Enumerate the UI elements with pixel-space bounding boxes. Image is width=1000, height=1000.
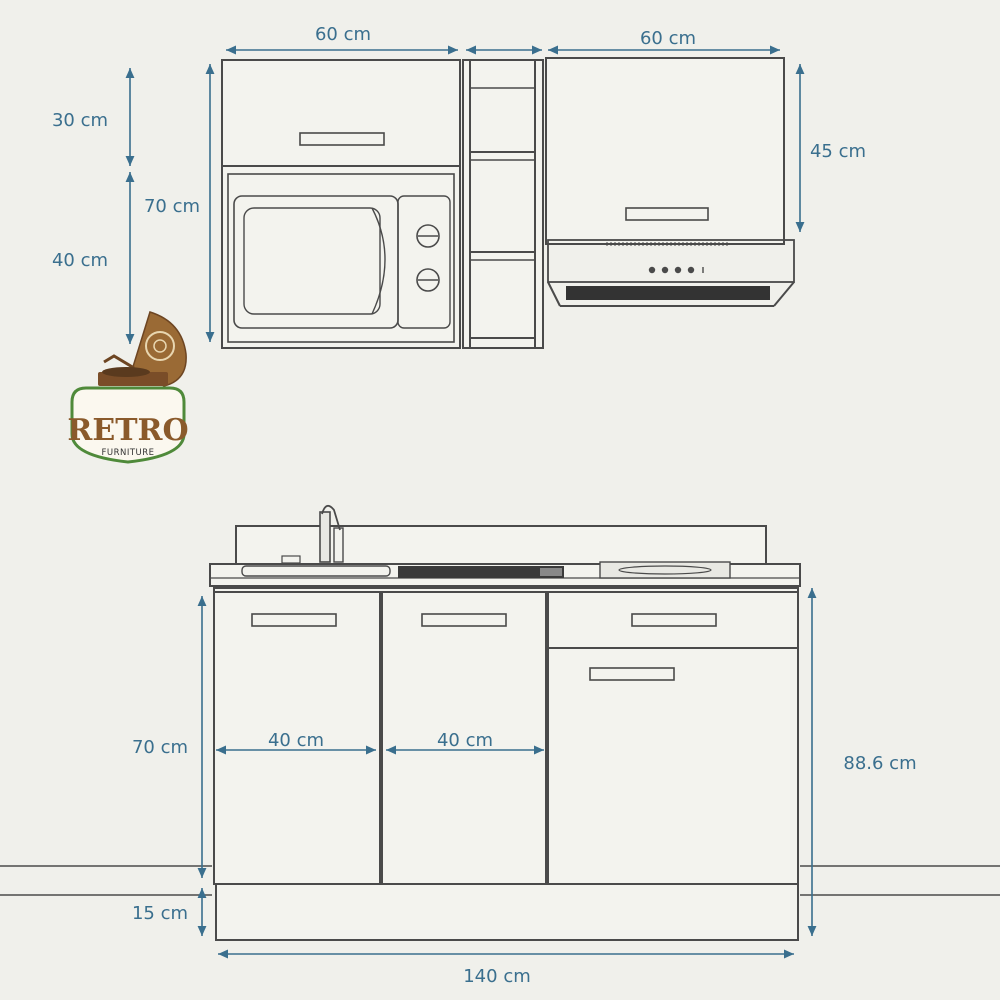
microwave <box>227 173 455 343</box>
dim-upper-left-width: 60 cm <box>315 24 371 45</box>
upper-cabinets <box>221 57 795 349</box>
range-hood <box>547 239 795 307</box>
dim-upper-top-height: 30 cm <box>52 110 108 131</box>
gramophone-icon <box>98 311 187 387</box>
logo-tagline: FURNITURE <box>101 448 154 458</box>
upper-right-cabinet <box>545 57 785 245</box>
dim-microwave-height: 40 cm <box>52 250 108 271</box>
open-shelf-unit <box>462 59 544 349</box>
dimension-labels: 60 cm 60 cm 30 cm 70 cm 40 cm 45 cm 70 c… <box>52 24 917 987</box>
faucet <box>281 504 344 564</box>
dim-plinth-height: 15 cm <box>132 903 188 924</box>
base-door-left-handle <box>251 613 337 627</box>
microwave-knob-bottom <box>416 268 440 292</box>
backsplash <box>235 525 767 567</box>
dimension-lines <box>125 45 817 959</box>
dim-total-height: 88.6 cm <box>843 753 916 774</box>
microwave-knob-top <box>416 224 440 248</box>
dim-upper-total-height: 70 cm <box>144 196 200 217</box>
dim-upper-right-width: 60 cm <box>640 28 696 49</box>
sink <box>241 565 391 577</box>
logo-name: RETRO <box>67 413 188 448</box>
base-body <box>213 587 799 885</box>
dim-door-mid-width: 40 cm <box>437 730 493 751</box>
plinth <box>215 883 799 941</box>
base-door-right-handle <box>589 667 675 681</box>
cooktop <box>599 561 731 579</box>
upper-left-handle <box>299 132 385 146</box>
dim-upper-right-height: 45 cm <box>810 141 866 162</box>
upper-left-cabinet <box>221 59 461 349</box>
dim-door-left-width: 40 cm <box>268 730 324 751</box>
dim-total-width: 140 cm <box>463 966 531 987</box>
base-drawer-right-handle <box>631 613 717 627</box>
drainer <box>398 566 564 578</box>
upper-right-handle <box>625 207 709 221</box>
base-cabinet <box>0 504 1000 941</box>
dim-base-height: 70 cm <box>132 737 188 758</box>
base-door-middle-handle <box>421 613 507 627</box>
retro-furniture-logo: RETRO FURNITURE <box>67 311 189 464</box>
